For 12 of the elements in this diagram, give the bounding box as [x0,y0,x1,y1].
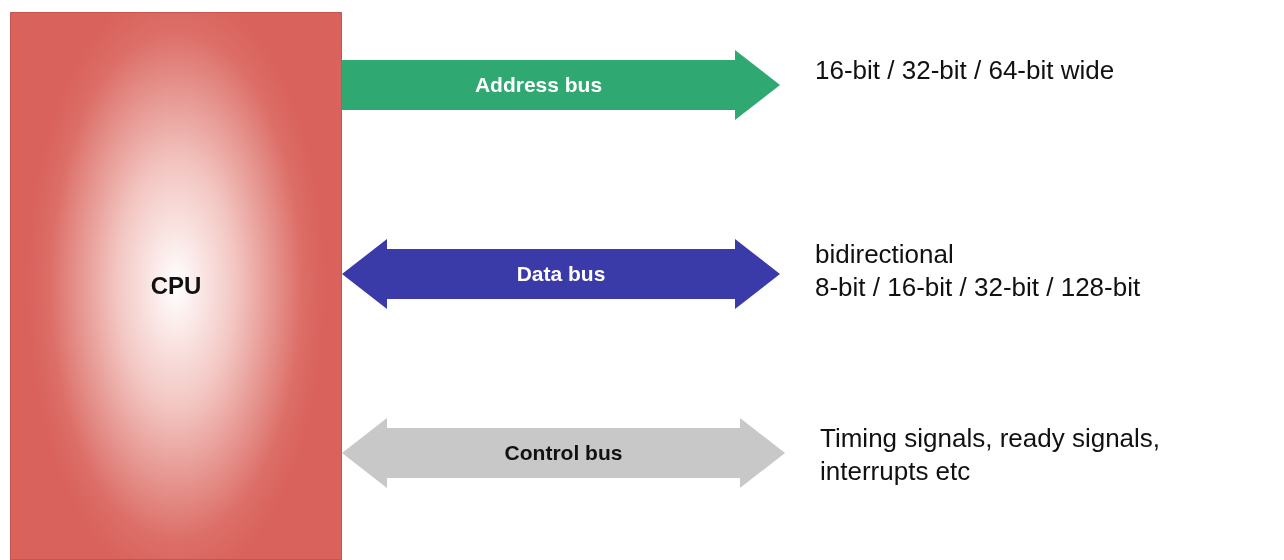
edge-label: Control bus [504,441,623,465]
bus-arrow [342,418,785,488]
bus-description: Timing signals, ready signals, interrupts etc [820,422,1162,487]
bus-description: bidirectional [815,238,955,271]
bus-arrow [342,239,780,309]
bus-arrow [342,50,780,120]
edge-label: Address bus [474,73,603,97]
bus-description: 8-bit / 16-bit / 32-bit / 128-bit [815,270,1142,303]
cpu-box [10,12,342,560]
cpu-label: CPU [150,271,202,301]
edge-label: Data bus [516,262,606,286]
bus-description: 16-bit / 32-bit / 64-bit wide [815,54,1116,87]
